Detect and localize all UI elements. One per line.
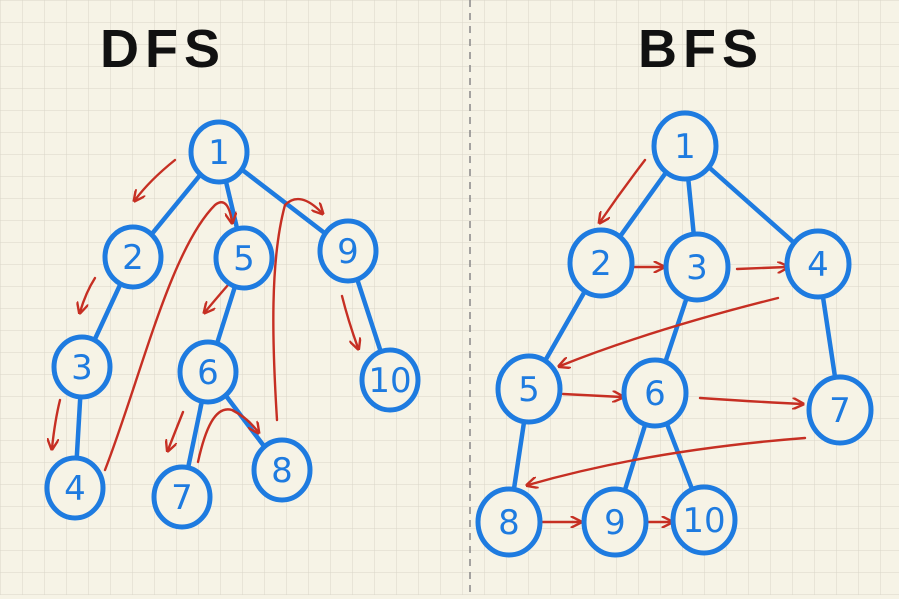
bfs-node-circle-9 <box>581 486 649 558</box>
bfs-node-label-10: 10 <box>682 501 725 541</box>
bfs-node-label-6: 6 <box>644 374 666 414</box>
dfs-node-circle-8 <box>251 437 313 503</box>
bfs-node-label-4: 4 <box>807 245 829 285</box>
dfs-node-circle-9 <box>317 218 379 284</box>
bfs-node-circle-10 <box>670 484 738 556</box>
dfs-traversal-arrow-6 <box>168 410 185 450</box>
bfs-node-label-5: 5 <box>518 370 540 410</box>
bfs-node-label-7: 7 <box>829 391 851 431</box>
dfs-node-circle-10 <box>359 347 421 413</box>
dfs-node-circle-3 <box>51 334 113 400</box>
bfs-node-9: 9 <box>581 486 649 558</box>
bfs-traversal-arrow-5 <box>561 394 622 397</box>
dfs-traversal-arrow-8 <box>272 197 322 422</box>
bfs-node-8: 8 <box>475 486 543 558</box>
dfs-node-circle-2 <box>102 224 164 290</box>
dfs-node-6: 6 <box>177 339 239 405</box>
bfs-traversal-arrow-6 <box>698 396 802 404</box>
dfs-traversal-arrow-9 <box>340 294 358 348</box>
bfs-title: BFS <box>638 19 764 79</box>
bfs-node-circle-3 <box>663 231 731 303</box>
dfs-node-label-10: 10 <box>368 361 411 401</box>
dfs-node-7: 7 <box>151 464 213 530</box>
bfs-node-circle-7 <box>806 374 874 446</box>
bfs-node-circle-4 <box>784 228 852 300</box>
dfs-traversal-arrow-1 <box>135 158 177 200</box>
bfs-node-10: 10 <box>670 484 738 556</box>
bfs-node-circle-5 <box>495 353 563 425</box>
bfs-node-circle-8 <box>475 486 543 558</box>
bfs-node-7: 7 <box>806 374 874 446</box>
dfs-node-10: 10 <box>359 347 421 413</box>
dfs-node-label-3: 3 <box>71 348 93 388</box>
dfs-node-3: 3 <box>51 334 113 400</box>
dfs-node-4: 4 <box>44 455 106 521</box>
bfs-node-circle-1 <box>651 110 719 182</box>
bfs-node-label-9: 9 <box>604 503 626 543</box>
bfs-node-label-2: 2 <box>590 244 612 284</box>
dfs-node-label-5: 5 <box>233 239 255 279</box>
bfs-traversal-arrow-7 <box>528 436 807 485</box>
dfs-node-5: 5 <box>213 225 275 291</box>
dfs-traversal-arrow-7 <box>196 408 258 464</box>
bfs-traversal-arrow-1 <box>600 158 647 222</box>
bfs-node-5: 5 <box>495 353 563 425</box>
bfs-node-label-8: 8 <box>498 503 520 543</box>
dfs-traversal-arrow-4 <box>103 201 232 472</box>
dfs-node-circle-6 <box>177 339 239 405</box>
dfs-node-9: 9 <box>317 218 379 284</box>
dfs-title: DFS <box>100 19 226 79</box>
dfs-node-2: 2 <box>102 224 164 290</box>
bfs-node-4: 4 <box>784 228 852 300</box>
bfs-node-circle-2 <box>567 227 635 299</box>
dfs-node-label-4: 4 <box>64 469 86 509</box>
bfs-node-label-3: 3 <box>686 248 708 288</box>
dfs-node-label-1: 1 <box>208 133 230 173</box>
bfs-node-label-1: 1 <box>674 127 696 167</box>
bfs-node-3: 3 <box>663 231 731 303</box>
dfs-node-circle-7 <box>151 464 213 530</box>
dfs-node-label-2: 2 <box>122 238 144 278</box>
bfs-traversal-arrow-4 <box>560 296 780 366</box>
bfs-node-6: 6 <box>621 357 689 429</box>
dfs-traversal-arrow-5 <box>205 283 230 312</box>
bfs-node-1: 1 <box>651 110 719 182</box>
dfs-node-circle-1 <box>188 119 250 185</box>
dfs-node-1: 1 <box>188 119 250 185</box>
bfs-node-circle-6 <box>621 357 689 429</box>
bfs-node-2: 2 <box>567 227 635 299</box>
dfs-node-label-7: 7 <box>171 478 193 518</box>
dfs-node-label-9: 9 <box>337 232 359 272</box>
dfs-node-circle-5 <box>213 225 275 291</box>
bfs-traversal-arrow-3 <box>735 267 787 269</box>
dfs-node-label-6: 6 <box>197 353 219 393</box>
dfs-traversal-arrow-3 <box>52 398 62 448</box>
dfs-node-circle-4 <box>44 455 106 521</box>
dfs-node-label-8: 8 <box>271 451 293 491</box>
dfs-traversal-arrow-2 <box>80 276 97 312</box>
dfs-node-8: 8 <box>251 437 313 503</box>
